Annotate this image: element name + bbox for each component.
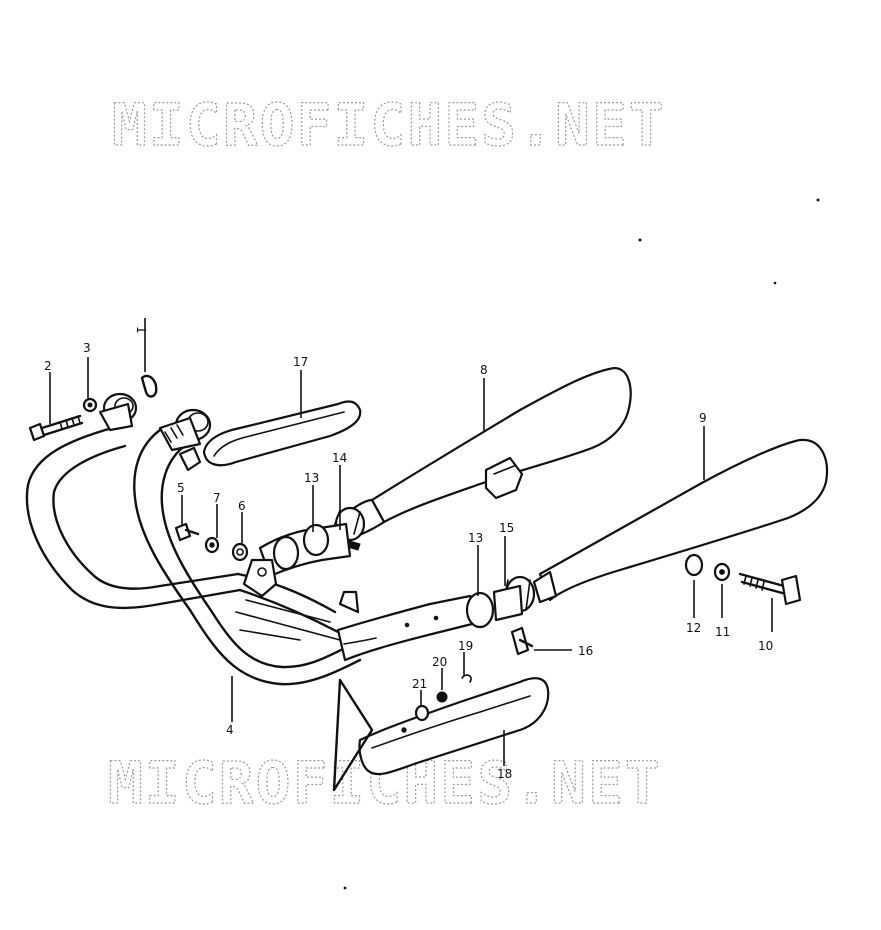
exhaust-header-pipes xyxy=(25,426,362,686)
callout-6: 6 xyxy=(238,499,246,513)
hardware-items-16-19-20-21 xyxy=(414,626,534,722)
callout-labels: 1 2 3 4 5 6 7 8 9 10 11 12 13 13 14 15 1… xyxy=(44,326,773,781)
callout-2: 2 xyxy=(44,359,52,373)
callout-5: 5 xyxy=(177,481,185,495)
collector-pipes xyxy=(258,522,524,662)
heat-shield-upper xyxy=(202,400,362,467)
callout-18: 18 xyxy=(497,767,512,781)
mounting-bracket xyxy=(235,558,360,641)
callout-3: 3 xyxy=(83,341,91,355)
callout-13-lower: 13 xyxy=(468,531,483,545)
callout-15: 15 xyxy=(499,521,514,535)
callout-19: 19 xyxy=(458,639,473,653)
callout-21: 21 xyxy=(412,677,427,691)
bolt-item-2 xyxy=(28,414,84,442)
heat-shield-lower xyxy=(332,677,550,792)
muffler-upper xyxy=(331,366,632,551)
callout-17: 17 xyxy=(293,355,308,369)
leader-lines xyxy=(49,318,773,766)
callout-14: 14 xyxy=(332,451,347,465)
hardware-items-5-6-7 xyxy=(174,522,249,562)
callout-8: 8 xyxy=(480,363,488,377)
callout-12: 12 xyxy=(686,621,701,635)
callout-1: 1 xyxy=(134,326,148,334)
callout-16: 16 xyxy=(578,644,593,658)
callout-4: 4 xyxy=(226,723,234,737)
callout-20: 20 xyxy=(432,655,447,669)
callout-7: 7 xyxy=(213,491,221,505)
watermark-top: MICROFICHES.NET xyxy=(112,91,666,159)
callout-11: 11 xyxy=(715,625,730,639)
callout-10: 10 xyxy=(758,639,773,653)
scan-specks xyxy=(343,198,820,890)
hardware-items-10-11-12 xyxy=(684,553,802,606)
exhaust-flanges xyxy=(82,374,212,472)
callout-13-upper: 13 xyxy=(304,471,319,485)
callout-9: 9 xyxy=(699,411,707,425)
